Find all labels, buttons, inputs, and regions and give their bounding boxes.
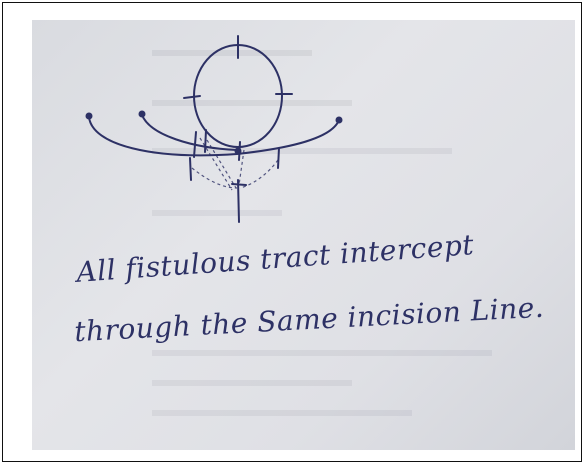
anal-circle [193, 44, 283, 148]
arc-tick-5 [189, 157, 192, 181]
fistula-diagram [85, 35, 343, 223]
tract-dashed-4 [239, 159, 279, 189]
external-opening-dot-1 [85, 112, 93, 120]
inner-arc [141, 114, 238, 151]
internal-opening-dot [234, 147, 242, 155]
tract-dashed-3 [191, 167, 238, 189]
handwritten-photo: All fistulous tract intercept through th… [32, 20, 575, 450]
external-opening-dot-2 [138, 110, 146, 118]
incision-line [237, 179, 240, 223]
arc-tick-4 [277, 147, 280, 169]
external-opening-dot-3 [335, 116, 343, 124]
arc-tick-1 [193, 131, 197, 158]
figure-frame: All fistulous tract intercept through th… [2, 2, 582, 462]
tract-dashed-1 [199, 137, 233, 191]
circle-tick-left [183, 95, 201, 99]
incision-tick [231, 183, 247, 186]
arc-tick-2 [204, 129, 207, 153]
outer-arc [88, 116, 340, 157]
